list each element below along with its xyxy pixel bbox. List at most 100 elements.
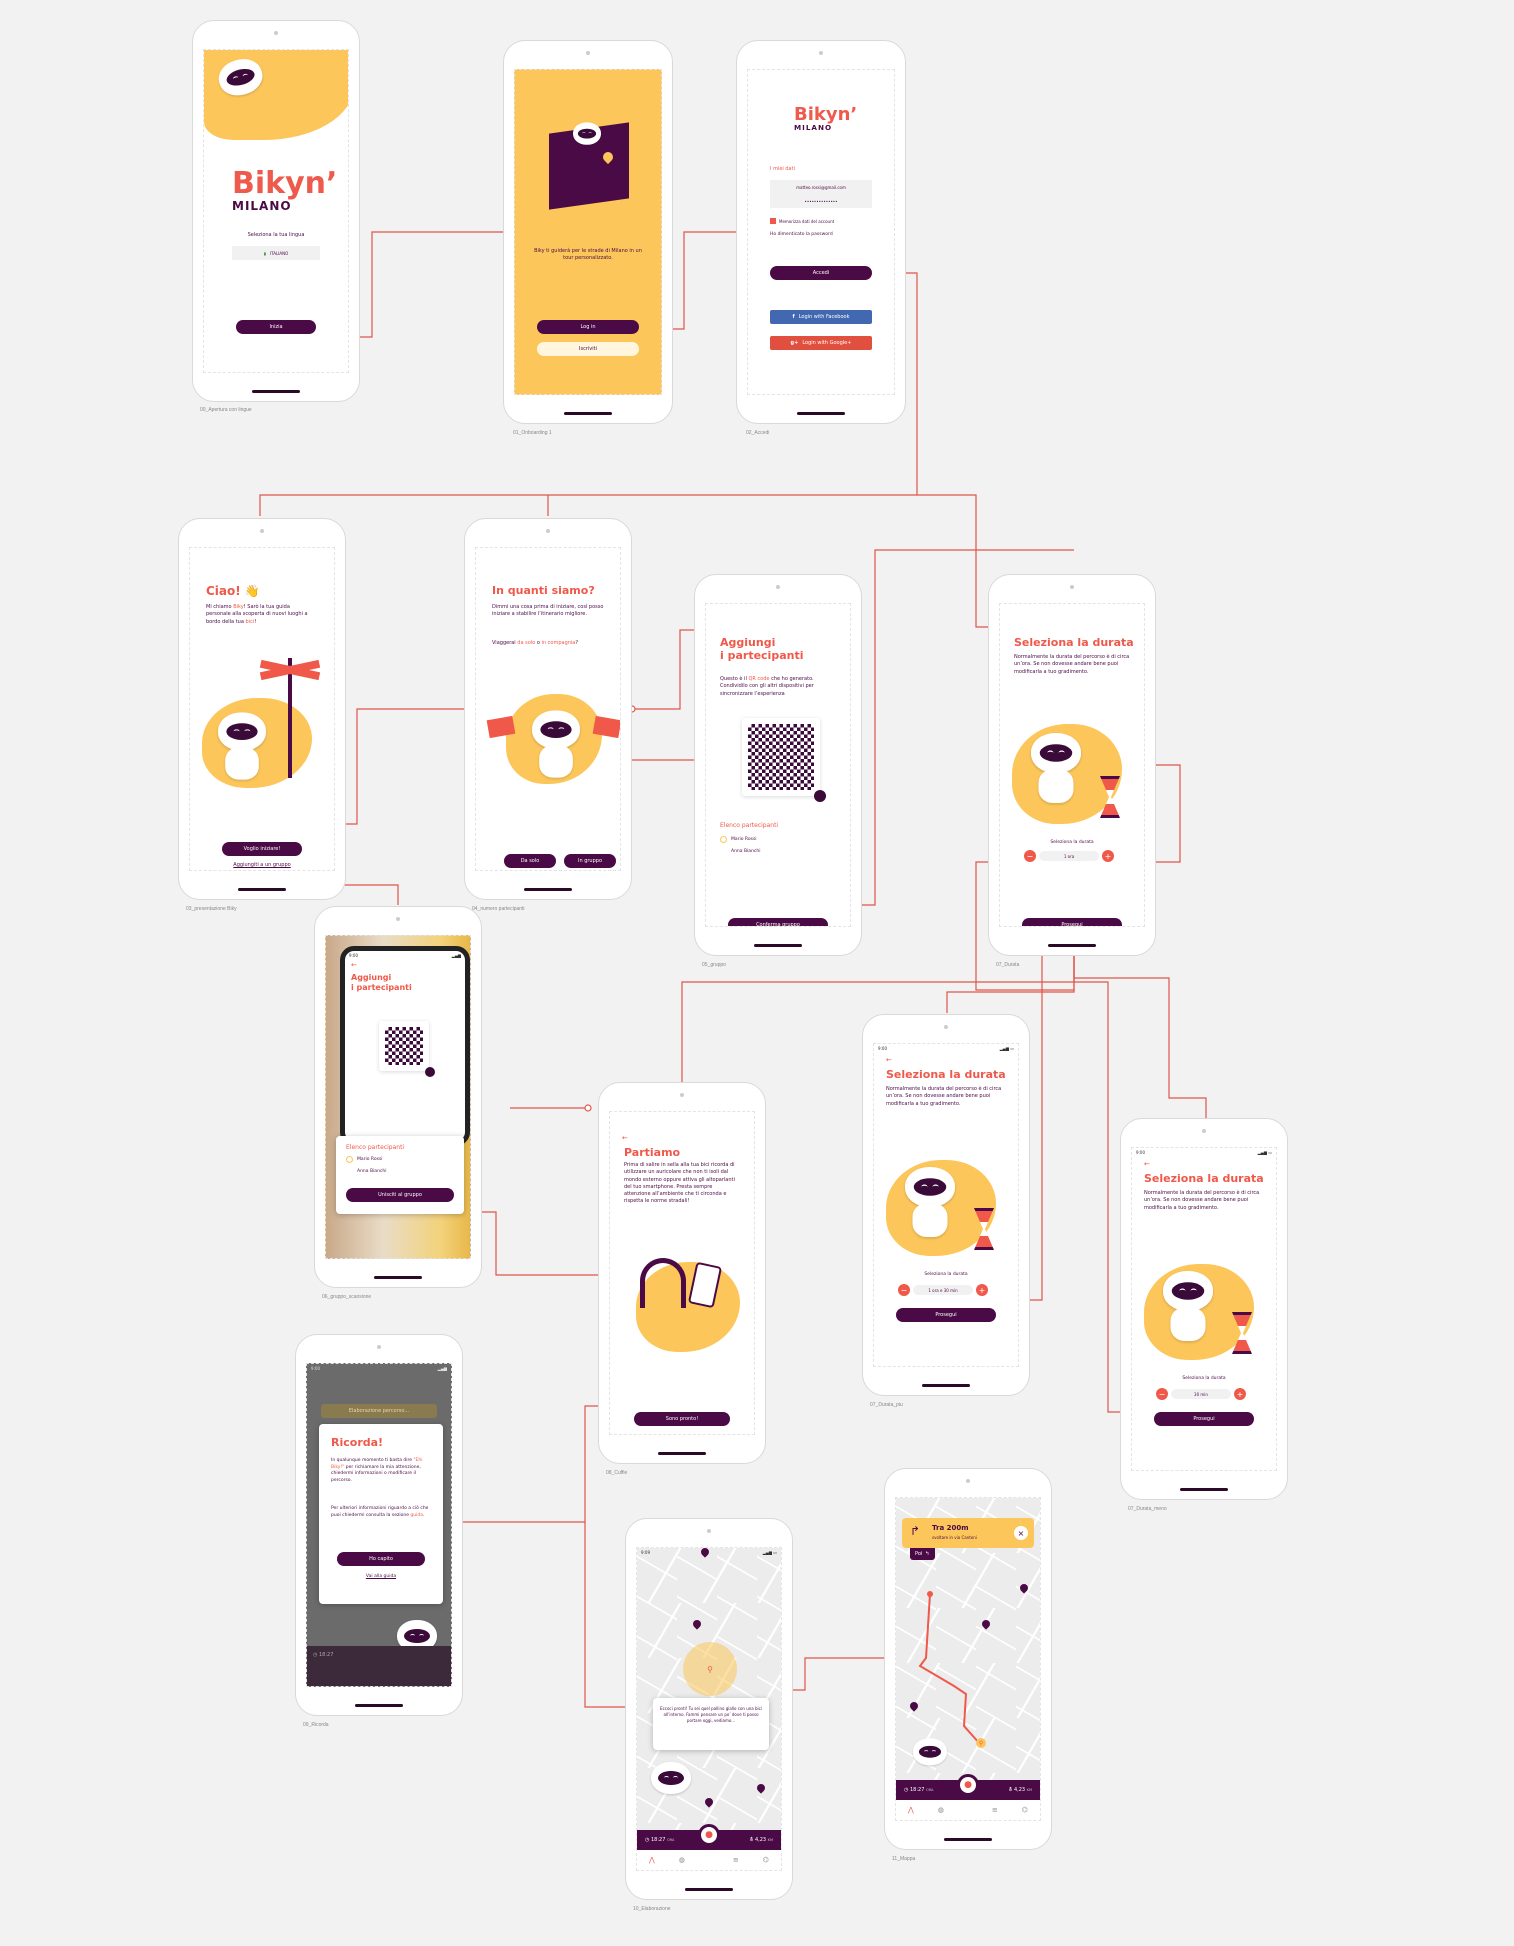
participants-title: Elenco partecipanti [720, 822, 779, 829]
biky-message-bubble: Eccoci pronti! Tu sei quel pallino giall… [653, 1698, 769, 1750]
duration-value: 30 min [1171, 1389, 1231, 1399]
increase-button[interactable]: + [1234, 1388, 1246, 1400]
screen-numero-partecipanti: In quanti siamo? Dimmi una cosa prima di… [464, 518, 632, 900]
google-login-button[interactable]: g+Login with Google+ [770, 336, 872, 350]
direction-banner: ↱ Tra 200m svoltare in via Cantoni × [902, 1518, 1034, 1548]
tab-route-icon[interactable]: ⋀ [908, 1806, 914, 1814]
group-button[interactable]: In gruppo [564, 854, 616, 868]
screen-mappa: ↱ Tra 200m svoltare in via Cantoni × Poi… [884, 1468, 1052, 1850]
understood-button[interactable]: Ho capito [337, 1552, 425, 1566]
question-body: Dimmi una cosa prima di iniziare, così p… [492, 604, 604, 618]
participant-item: Mario Rossi [346, 1156, 387, 1163]
signup-button[interactable]: Iscriviti [537, 342, 639, 356]
start-button[interactable]: Inizia [236, 320, 316, 334]
email-field[interactable]: matteo.rossi@gmail.com [770, 180, 872, 194]
duration-title: Seleziona la durata [1144, 1172, 1264, 1185]
duration-stepper[interactable]: − 1 ora e 30 min + [898, 1284, 988, 1296]
screen-label: 03_presentazione Biky [186, 906, 237, 912]
participant-item: Mario Rossi [720, 836, 761, 843]
duration-stepper[interactable]: − 1 ora + [1024, 850, 1114, 862]
decrease-button[interactable]: − [1024, 850, 1036, 862]
forgot-password-link[interactable]: Ho dimenticato la password [770, 232, 833, 237]
password-field[interactable]: •••••••••••••• [770, 194, 872, 208]
robot-mascot-icon [913, 1738, 947, 1786]
next-turn-chip: Poi↰ [910, 1548, 935, 1560]
tab-list-icon[interactable]: ≡ [732, 1856, 739, 1864]
back-arrow-icon[interactable]: ← [622, 1134, 628, 1142]
robot-mascot-icon [1031, 733, 1081, 803]
next-button[interactable]: Prosegui [1022, 918, 1122, 926]
direction-street: svoltare in via Cantoni [932, 1535, 977, 1540]
language-select[interactable]: ▮ ITALIANO [232, 246, 320, 260]
guide-link[interactable]: Vai alla guida [365, 1574, 397, 1579]
safety-body: Prima di salire in sella alla tua bici r… [624, 1162, 735, 1205]
hourglass-icon [974, 1208, 994, 1250]
duration-picker-label: Seleziona la durata [924, 1272, 968, 1277]
greeting-title: Ciao! 👋 [206, 584, 260, 598]
start-button[interactable]: Voglio iniziare! [222, 842, 302, 856]
decrease-button[interactable]: − [1156, 1388, 1168, 1400]
tab-chat-icon[interactable]: ◍ [937, 1806, 944, 1814]
hourglass-icon [1100, 776, 1120, 818]
tab-bike-icon[interactable]: ⌬ [1021, 1806, 1028, 1814]
participants-title: Elenco partecipanti [346, 1144, 405, 1151]
section-title: I miei dati [770, 166, 795, 172]
hourglass-icon [1232, 1312, 1252, 1354]
share-icon[interactable] [814, 790, 826, 802]
back-arrow-icon[interactable]: ← [351, 961, 357, 969]
join-group-button[interactable]: Unisciti al gruppo [346, 1188, 454, 1202]
screen-label: 04_numero partecipanti [472, 906, 525, 912]
question-title: In quanti siamo? [492, 584, 595, 597]
duration-body: Normalmente la durata del percorso è di … [1014, 654, 1130, 675]
remember-row[interactable]: Memorizza dati del account [770, 218, 834, 224]
increase-button[interactable]: + [1102, 850, 1114, 862]
reminder-title: Ricorda! [331, 1436, 384, 1449]
bike-icon: ⛢ [1008, 1787, 1013, 1793]
ready-button[interactable]: Sono pronto! [634, 1412, 730, 1426]
decrease-button[interactable]: − [898, 1284, 910, 1296]
screen-label: 06_gruppo_scansione [322, 1294, 372, 1300]
robot-mascot-icon [905, 1167, 955, 1237]
screen-ricorda: 9:00▂▄▆ Elaborazione percorso... Ricorda… [295, 1334, 463, 1716]
login-button[interactable]: Log in [537, 320, 639, 334]
back-arrow-icon[interactable]: ← [1144, 1160, 1150, 1168]
tab-list-icon[interactable]: ≡ [991, 1806, 998, 1814]
login-button[interactable]: Accedi [770, 266, 872, 280]
screen-label: 10_Elaborazione [633, 1906, 671, 1912]
robot-mascot-icon [573, 122, 601, 161]
screen-accedi: Bikyn’MILANO I miei dati matteo.rossi@gm… [736, 40, 906, 424]
duration-value: 1 ora [1039, 851, 1099, 861]
checkbox-icon[interactable] [770, 218, 776, 224]
join-group-link[interactable]: Aggiungiti a un gruppo [233, 862, 291, 868]
alone-button[interactable]: Da solo [504, 854, 556, 868]
tab-bike-icon[interactable]: ⌬ [762, 1856, 769, 1864]
clock-icon: ◷ [904, 1787, 909, 1793]
close-icon[interactable]: × [1014, 1526, 1028, 1540]
next-button[interactable]: Prosegui [1154, 1412, 1254, 1426]
distance-km: 4,23 [1013, 1787, 1026, 1793]
increase-button[interactable]: + [976, 1284, 988, 1296]
tab-route-icon[interactable]: ⋀ [649, 1856, 655, 1864]
reminder-body: In qualunque momento ti basta dire "Ehi … [331, 1458, 423, 1483]
qr-code-icon [742, 718, 820, 796]
next-button[interactable]: Prosegui [896, 1308, 996, 1322]
processing-banner: Elaborazione percorso... [321, 1404, 437, 1418]
clock-icon: ◷ [645, 1837, 650, 1843]
share-icon[interactable] [425, 1067, 435, 1077]
facebook-icon: f [792, 314, 795, 320]
duration-stepper[interactable]: − 30 min + [1156, 1388, 1246, 1400]
qr-description: Questo è il QR code che ho generato. Con… [720, 676, 814, 697]
microphone-icon[interactable]: ● [957, 1774, 979, 1796]
qr-code-icon [379, 1021, 429, 1071]
google-plus-icon: g+ [790, 340, 799, 346]
reminder-dialog: Ricorda! In qualunque momento ti basta d… [319, 1424, 443, 1604]
screen-label: 00_Apertura con lingue [200, 407, 252, 413]
participant-status-icon [346, 1156, 353, 1163]
back-arrow-icon[interactable]: ← [886, 1056, 892, 1064]
tab-chat-icon[interactable]: ◍ [678, 1856, 685, 1864]
app-logo: Bikyn’MILANO [794, 104, 858, 132]
microphone-icon[interactable]: ● [698, 1824, 720, 1846]
confirm-group-button[interactable]: Conferma gruppo [728, 918, 828, 926]
